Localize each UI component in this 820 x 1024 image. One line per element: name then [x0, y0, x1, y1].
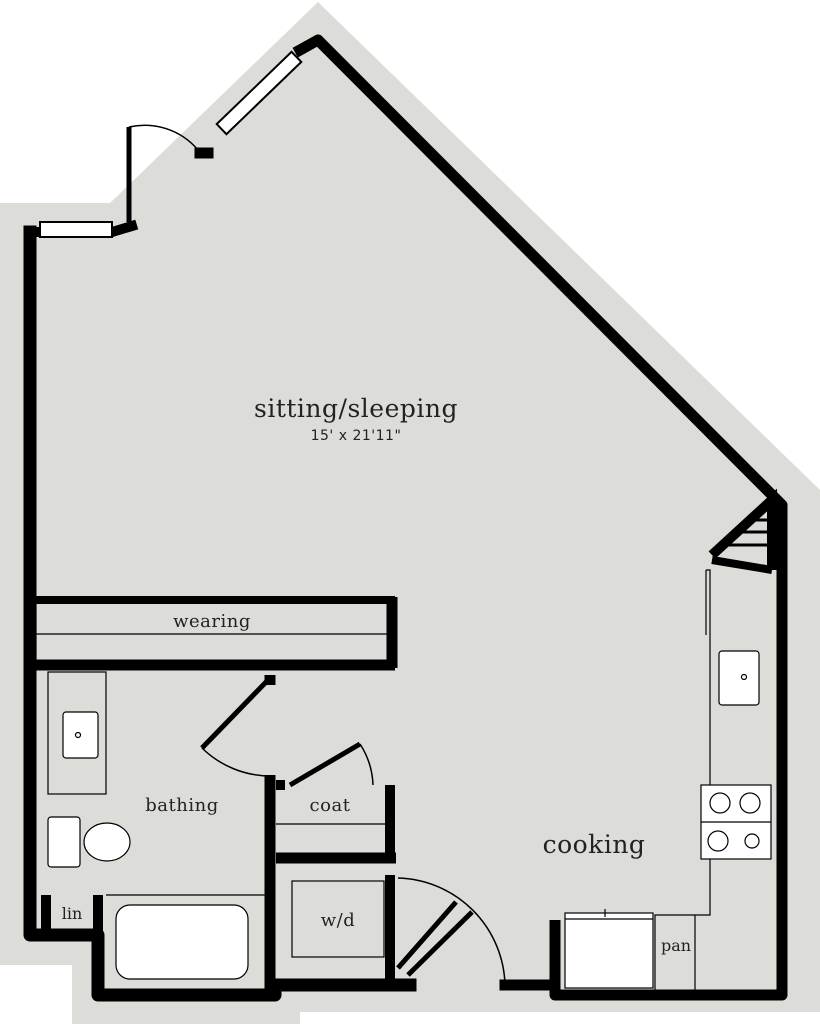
north-door — [126, 124, 199, 222]
bathroom-door — [200, 678, 271, 777]
window-northwest — [215, 50, 303, 136]
corner-stair-detail — [708, 488, 777, 574]
toilet — [47, 816, 131, 868]
coat-closet — [276, 741, 396, 864]
vanity — [47, 671, 107, 795]
kitchen-sink — [718, 650, 760, 706]
windows — [39, 50, 303, 238]
bathroom-walls — [23, 670, 276, 990]
sitting-sleeping-dimensions: 15' x 21'11" — [310, 428, 402, 444]
coat-label: coat — [309, 795, 351, 816]
refrigerator — [564, 909, 654, 989]
cooking-label: cooking — [542, 830, 646, 859]
window-west — [39, 221, 113, 238]
kitchen-counter — [654, 569, 711, 990]
sitting-sleeping-label: sitting/sleeping — [254, 394, 458, 423]
wearing-label: wearing — [173, 611, 251, 632]
linen-label: lin — [61, 904, 83, 923]
wearing-closet — [30, 596, 398, 671]
bathroom-sink — [62, 711, 99, 759]
wd-closet — [291, 875, 506, 988]
bathing-label: bathing — [145, 795, 219, 816]
bathtub — [106, 894, 266, 980]
wd-label: w/d — [320, 910, 356, 931]
pantry-label: pan — [660, 936, 692, 955]
cooktop — [700, 784, 772, 860]
